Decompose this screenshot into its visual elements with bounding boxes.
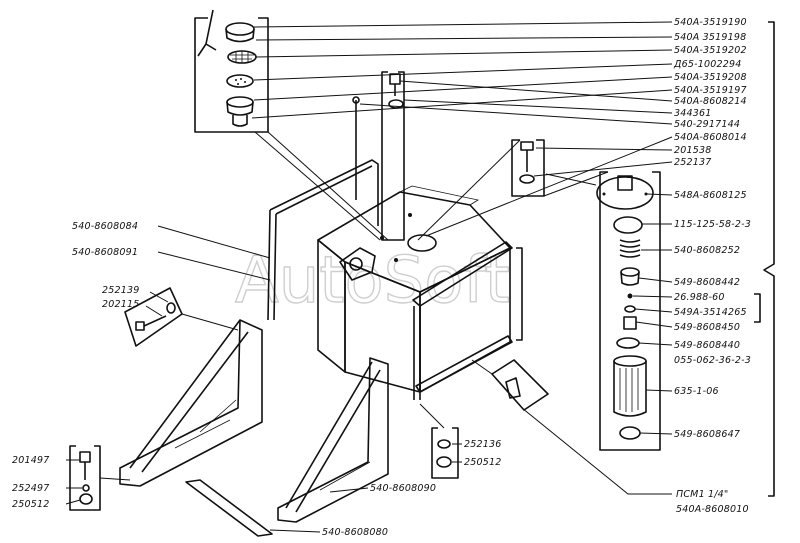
right-labels: 540A-3519190 540A 3519198 540A-3519202 Д… <box>673 17 751 440</box>
filler-neck-on-tank <box>407 234 437 252</box>
label-540a-8608014: 540A-8608014 <box>674 132 747 143</box>
label-635-1-06: 635-1-06 <box>674 386 719 397</box>
label-549-8608440: 549-8608440 <box>674 340 740 351</box>
label-540a-3519190: 540A-3519190 <box>674 17 747 28</box>
label-344361: 344361 <box>674 108 711 119</box>
o-ring-icon <box>613 216 643 234</box>
filler-neck-icon <box>226 96 254 108</box>
label-115-125-58-2-3: 115-125-58-2-3 <box>674 219 751 230</box>
strap-right-top <box>412 241 513 307</box>
fuel-tank <box>267 73 523 400</box>
bracket-left <box>119 319 273 537</box>
drain-plug-icon <box>505 377 521 399</box>
leader-lines <box>65 21 673 533</box>
valve-icon <box>620 271 640 286</box>
label-548a-8608125: 548A-8608125 <box>674 190 747 201</box>
label-252136: 252136 <box>464 439 501 450</box>
strap-left <box>267 159 379 321</box>
cover-bolt-box <box>511 139 545 197</box>
key-icon <box>197 9 217 57</box>
filter-cover-icon <box>596 176 654 210</box>
filter-parts-box <box>596 171 661 451</box>
bracket-strip <box>185 479 273 537</box>
fuel-sender <box>339 247 376 281</box>
label-250512-left: 250512 <box>12 499 49 510</box>
label-540a-3519208: 540A-3519208 <box>674 72 747 83</box>
label-540-8608090: 540-8608090 <box>370 483 436 494</box>
label-540a-3519202: 540A-3519202 <box>674 45 747 56</box>
label-252139: 252139 <box>102 285 139 296</box>
label-055-062-36-2-3: 055-062-36-2-3 <box>674 355 751 366</box>
watermark-text: AutoSoft <box>235 244 510 318</box>
label-549a-3514265: 549A-3514265 <box>674 307 747 318</box>
label-549-8608647: 549-8608647 <box>674 429 740 440</box>
perforated-disc-icon <box>226 74 254 88</box>
label-26-988-60: 26.988-60 <box>674 292 725 303</box>
label-250512: 250512 <box>464 457 501 468</box>
label-540-8608252: 540-8608252 <box>674 245 740 256</box>
filter-element-icon <box>613 361 647 417</box>
label-252497: 252497 <box>12 483 49 494</box>
label-540-8608080: 540-8608080 <box>322 527 388 538</box>
label-202115: 202115 <box>102 299 139 310</box>
assembly-brace <box>763 21 775 497</box>
bottom-nut-icon <box>619 426 641 440</box>
drain-plug-box <box>491 359 549 411</box>
label-540-8608084: 540-8608084 <box>72 221 138 232</box>
strap-bolt-right <box>516 247 523 341</box>
lower-left-bolt-box <box>69 445 101 511</box>
label-201538: 201538 <box>674 145 711 156</box>
label-540a-3519197: 540A-3519197 <box>674 85 747 96</box>
lower-middle-nut-box <box>431 427 459 479</box>
label-201497: 201497 <box>12 455 49 466</box>
label-psm-1-4: ПСМ1 1/4" <box>676 489 729 500</box>
label-549-8608442: 549-8608442 <box>674 277 740 288</box>
bracket-right <box>277 357 389 523</box>
ball-icon <box>627 293 633 299</box>
nut-icon <box>623 316 637 330</box>
label-252137: 252137 <box>674 157 711 168</box>
bottom-labels: 252136 250512 540-8608090 540-8608080 ПС… <box>322 439 749 538</box>
label-d65-1002294: Д65-1002294 <box>673 59 741 70</box>
label-540-2917144: 540-2917144 <box>674 119 740 130</box>
left-bolt-box <box>124 287 183 347</box>
label-540a-3519198: 540A 3519198 <box>674 32 746 43</box>
filler-cap-parts-box <box>194 9 269 133</box>
left-labels: 540-8608084 540-8608091 252139 202115 20… <box>12 221 139 510</box>
cap-icon <box>225 22 255 36</box>
drain-bolt-icon <box>389 73 401 85</box>
label-540-8608091: 540-8608091 <box>72 247 138 258</box>
spring-icon <box>619 239 641 258</box>
label-549-8608450: 549-8608450 <box>674 322 740 333</box>
label-540a-8608214: 540A-8608214 <box>674 96 747 107</box>
label-540a-8608010: 540A-8608010 <box>676 504 749 515</box>
seal-ring-icon <box>616 337 640 349</box>
